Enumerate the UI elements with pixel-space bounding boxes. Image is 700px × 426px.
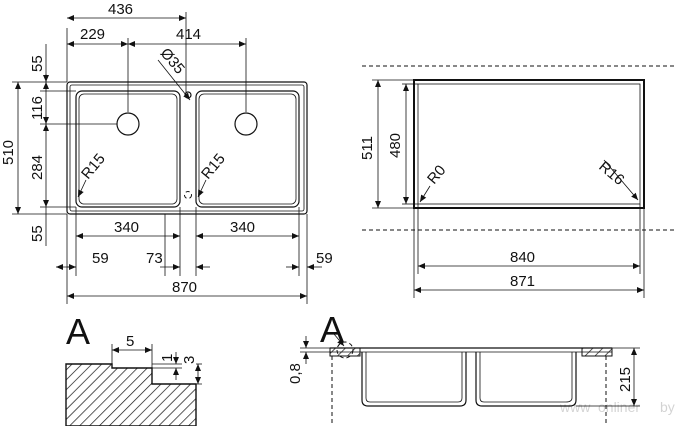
dim-511-label: 511: [359, 136, 376, 160]
dim-414-label: 414: [176, 26, 201, 43]
section-bowl-left: [361, 352, 467, 407]
section-view: A 0,8 215: [287, 309, 640, 424]
dim-870-label: 870: [172, 279, 197, 296]
cutout-inner: [417, 83, 641, 205]
overflow-hole-bottom: [184, 191, 192, 199]
right-bowl: [195, 90, 300, 208]
detail-a-label: A: [66, 311, 90, 352]
detail-dim-1-label: 1: [159, 354, 176, 362]
dim-116-label: 116: [29, 96, 46, 120]
radius-r16-label: R16: [595, 158, 627, 189]
gap-right-label: 59: [316, 250, 333, 267]
dim-840-label: 840: [510, 249, 535, 266]
top-view: 436 229 414 Ø35 510 55 116 284 55 R15: [0, 1, 333, 304]
detail-a-section: [65, 363, 197, 426]
cutout-view: 511 480 R0 R16 840 871: [359, 65, 676, 298]
thickness-label: 0,8: [287, 363, 304, 384]
watermark-by: by: [660, 399, 675, 415]
dim-510-label: 510: [0, 140, 17, 165]
dim-436-label: 436: [108, 1, 133, 18]
radius-left-label: R15: [78, 151, 109, 183]
bowl-left-width-label: 340: [114, 219, 139, 236]
detail-dim-3-label: 3: [181, 356, 198, 364]
dim-55-top-label: 55: [29, 55, 46, 72]
cutout-outer: [413, 79, 645, 209]
dim-480-label: 480: [387, 133, 404, 158]
gap-left-label: 59: [92, 250, 109, 267]
watermark-onliner: onliner: [598, 399, 640, 415]
sink-outline-inner: [69, 84, 305, 212]
left-drain-hole: [116, 112, 140, 136]
right-drain-hole: [234, 112, 258, 136]
gap-middle-label: 73: [146, 250, 163, 267]
watermark: www onliner by: [559, 399, 675, 415]
detail-a: A 5 1 3: [65, 311, 202, 426]
section-a-label: A: [320, 309, 344, 350]
radius-r0-label: R0: [424, 162, 449, 188]
bowl-right-width-label: 340: [230, 219, 255, 236]
watermark-www: www: [559, 399, 591, 415]
dim-871-label: 871: [510, 273, 535, 290]
section-bowl-right: [475, 352, 577, 407]
radius-right-label: R15: [198, 151, 229, 183]
depth-215-label: 215: [617, 367, 634, 392]
sink-outline: [66, 81, 308, 215]
detail-dim-5-label: 5: [126, 333, 134, 350]
dim-55-bottom-label: 55: [29, 225, 46, 242]
dim-229-label: 229: [80, 26, 105, 43]
drain-diameter-label: Ø35: [157, 45, 188, 78]
right-bowl-inner: [198, 93, 297, 205]
dim-284-label: 284: [29, 155, 46, 180]
